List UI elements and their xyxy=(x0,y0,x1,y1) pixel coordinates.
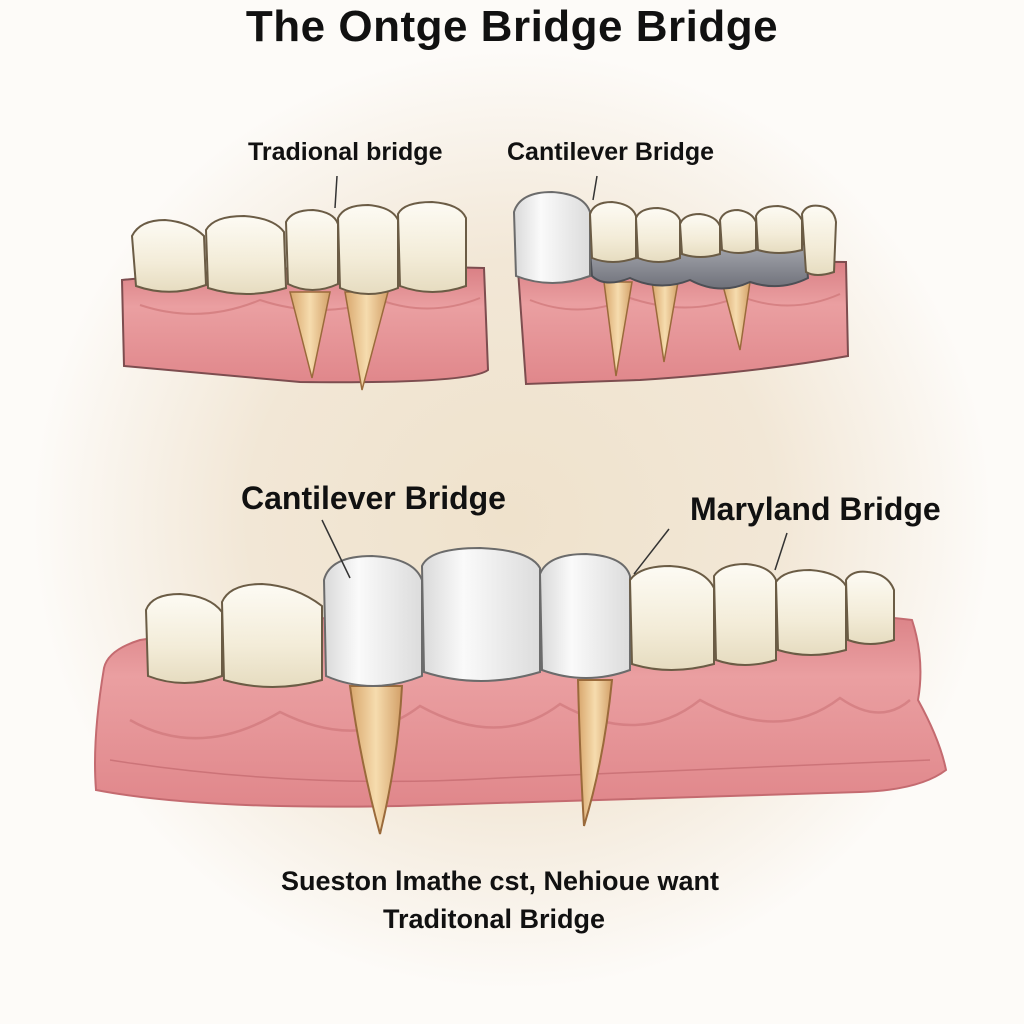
tooth-tr-7 xyxy=(800,204,838,276)
tooth-tr-2 xyxy=(588,200,637,263)
tooth-b-6 xyxy=(844,570,895,645)
tooth-tr-5 xyxy=(718,208,757,254)
tooth-b-2 xyxy=(220,582,323,688)
tooth-tr-4 xyxy=(678,212,721,258)
tooth-b-1 xyxy=(144,592,223,684)
root-bottom-2 xyxy=(576,679,614,827)
tooth-b-3 xyxy=(628,564,715,671)
caption-line-2: Traditonal Bridge xyxy=(382,904,606,934)
tooth-b-5 xyxy=(774,568,847,656)
crown-b-3 xyxy=(538,552,631,679)
crown-b-1 xyxy=(322,554,423,687)
label-traditional-bridge-top: Tradional bridge xyxy=(248,138,443,166)
crown-b-2 xyxy=(420,546,541,682)
tooth-tl-5 xyxy=(396,200,467,293)
tooth-b-4 xyxy=(712,562,777,666)
crown-tr-1 xyxy=(512,190,591,284)
cantilever-bridge-top xyxy=(512,175,850,386)
page-title: The Ontge Bridge Bridge xyxy=(245,2,779,51)
tooth-tl-3 xyxy=(284,208,339,291)
root-top-left-1 xyxy=(289,291,331,379)
tooth-tl-2 xyxy=(204,214,288,295)
tooth-tl-1 xyxy=(130,218,208,293)
bridge-bottom xyxy=(94,519,948,835)
label-maryland-bridge-bottom: Maryland Bridge xyxy=(690,491,941,527)
tooth-tr-3 xyxy=(634,206,681,263)
tooth-tl-4 xyxy=(336,203,399,295)
root-bottom-1 xyxy=(348,685,404,835)
traditional-bridge-top xyxy=(120,175,490,391)
caption-line-1: Sueston lmathe cst, Nehioue want xyxy=(280,866,720,896)
label-cantilever-bridge-top: Cantilever Bridge xyxy=(507,138,715,166)
label-cantilever-bridge-bottom: Cantilever Bridge xyxy=(241,480,506,516)
tooth-tr-6 xyxy=(754,204,803,254)
